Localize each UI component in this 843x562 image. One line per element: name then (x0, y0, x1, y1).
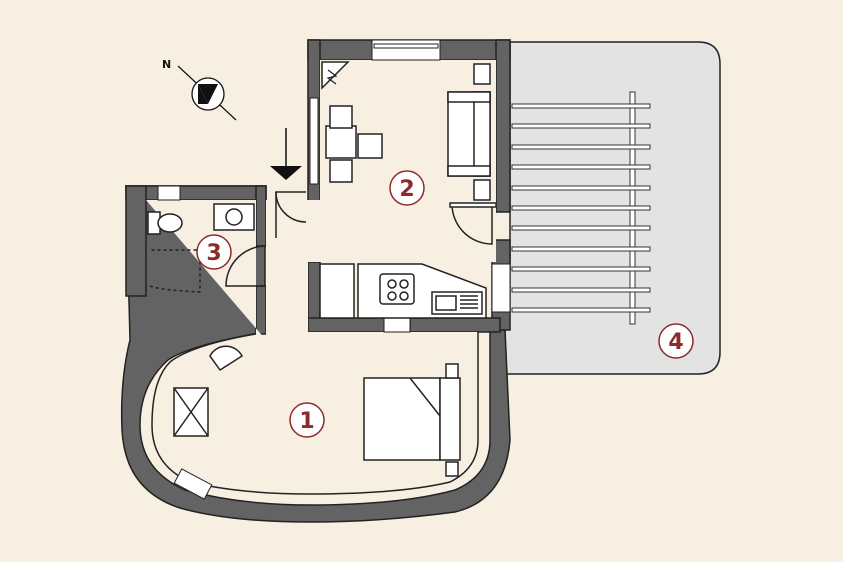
armchair (209, 345, 243, 372)
kitchen (319, 263, 487, 319)
sofa (447, 63, 491, 201)
room-number-4: 4 (658, 323, 694, 359)
entrance-arrow-icon (270, 128, 302, 180)
north-compass-icon: N (162, 58, 237, 121)
room-number-3-label: 3 (206, 241, 221, 266)
bathroom-fixtures (147, 203, 255, 293)
room-number-3: 3 (196, 234, 232, 270)
north-label: N (162, 58, 171, 71)
dining-set (325, 105, 383, 183)
room-number-2: 2 (389, 170, 425, 206)
doors (225, 191, 497, 287)
hall-floor (266, 200, 320, 262)
pergola (511, 91, 651, 325)
room-number-2-label: 2 (399, 177, 414, 202)
windows (157, 39, 511, 500)
room-number-4-label: 4 (668, 330, 683, 355)
wardrobe (173, 387, 209, 437)
double-bed (363, 363, 461, 477)
room-number-1-label: 1 (299, 409, 314, 434)
room-number-1: 1 (289, 402, 325, 438)
